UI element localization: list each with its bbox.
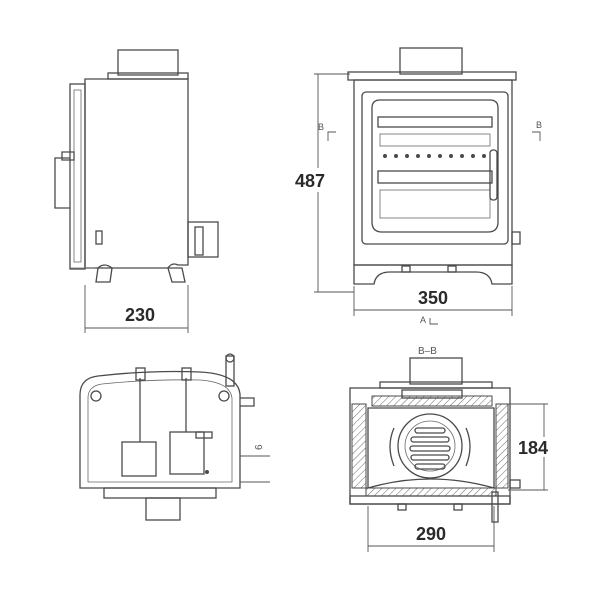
section-flue [409, 357, 463, 385]
section-baffle [371, 395, 493, 407]
section-left-liner [351, 403, 367, 489]
front-vent-dots [383, 154, 486, 158]
side-rear-box [187, 221, 219, 258]
front-top-plate [347, 71, 517, 81]
side-view: 230 [54, 49, 219, 333]
section-width-label: 290 [416, 524, 446, 544]
top-offset-label: 6 [254, 444, 265, 450]
front-door [361, 91, 509, 245]
section-grate-bars [409, 427, 451, 470]
front-view-marker: A [420, 315, 426, 325]
top-body [79, 370, 241, 489]
section-depth-label: 184 [518, 438, 548, 458]
front-flue-collar [399, 47, 463, 75]
side-width-label: 230 [125, 305, 155, 325]
front-base [353, 264, 513, 285]
section-grate [397, 413, 463, 479]
front-height-label: 487 [295, 171, 325, 191]
top-flue-stub [145, 497, 181, 521]
front-glass-window [371, 99, 499, 233]
front-airwash-top [377, 116, 493, 128]
section-right-liner [495, 403, 509, 489]
top-air-slide-left [121, 441, 157, 477]
side-door-handle [54, 157, 70, 209]
section-firebox [367, 407, 495, 489]
front-log-retainer [377, 170, 493, 184]
section-title: B–B [418, 346, 437, 357]
section-base-plate [365, 487, 497, 497]
side-flue-collar [117, 49, 179, 76]
side-body [84, 78, 189, 269]
front-door-handle [489, 149, 498, 201]
top-front-lip [103, 487, 217, 499]
side-top-plate [107, 72, 189, 80]
side-door [69, 83, 86, 270]
side-air-control [95, 230, 103, 245]
section-handle [491, 491, 499, 523]
top-view: 6 [79, 353, 270, 521]
front-section-marker-right: B [536, 120, 542, 130]
top-vent-pipe [225, 355, 235, 387]
top-air-slide-right [169, 431, 205, 475]
section-view: B–B [349, 346, 554, 552]
front-view: B B 487 350 A [295, 47, 542, 325]
front-section-marker-left: B [318, 122, 324, 132]
front-width-label: 350 [418, 288, 448, 308]
